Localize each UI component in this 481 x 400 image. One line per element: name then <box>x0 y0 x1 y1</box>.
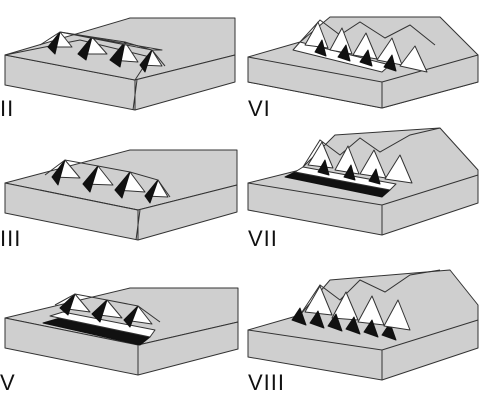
panel-label-ii: II <box>0 96 15 121</box>
panel-viii-block <box>247 269 479 381</box>
panel-label-v: V <box>0 370 16 395</box>
panel-iii-block <box>4 149 238 241</box>
panel-label-vi: VI <box>248 96 271 121</box>
panel-label-iii: III <box>0 226 22 251</box>
panel-label-viii: VIII <box>248 370 286 395</box>
panel-ii-block <box>4 17 236 111</box>
panel-vii-block <box>247 127 479 236</box>
panel-vi-block <box>247 16 479 109</box>
panel-v-block <box>4 287 239 376</box>
panel-label-vii: VII <box>248 226 278 251</box>
